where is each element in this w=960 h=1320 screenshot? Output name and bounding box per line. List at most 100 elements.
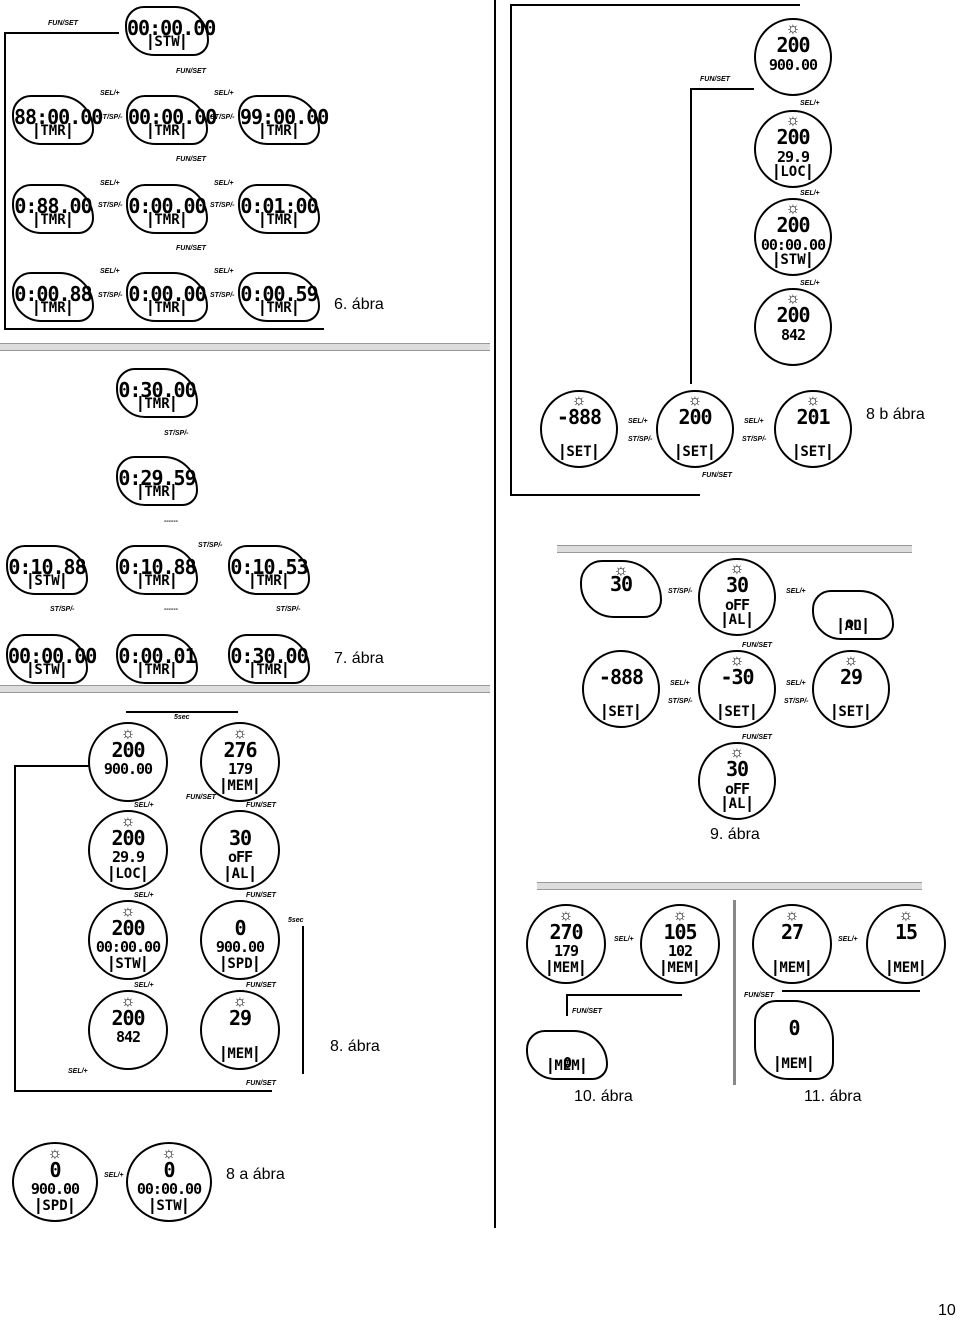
label-buttons-st_sp: ST/SP/- (198, 542, 223, 549)
label-fig8-left-2-top: 200 (111, 915, 145, 940)
label-fig11-0-bot: MEM (774, 959, 810, 976)
label-fig6-row3-0-bot: TMR (35, 300, 71, 317)
label-fig8-left-1-top: 200 (111, 825, 145, 850)
label-buttons-st_sp: ST/SP/- (50, 606, 75, 613)
label-fig8b-col-1-mid: 29.9 (776, 147, 810, 166)
label-buttons-st_sp: ST/SP/- (98, 202, 123, 209)
label-fig8-right-1-bot: AL (226, 865, 254, 882)
label-fig6-row2-0-bot: TMR (35, 212, 71, 229)
label-fig9-row1-1-bot: AL (723, 612, 751, 629)
label-buttons-sel: SEL/+ (744, 418, 764, 425)
sun-icon: ☼ (785, 112, 801, 130)
label-fig8b-row-2-bot: SET (795, 444, 831, 461)
label-fig8b-col-3-mid: 842 (780, 325, 806, 344)
sun-icon: ☼ (571, 392, 587, 410)
label-fig6-row2-0-top: 0:88.00 (14, 194, 92, 219)
label-buttons-st_sp: ST/SP/- (276, 606, 301, 613)
label-fig8a-0-mid: 900.00 (30, 1180, 80, 1199)
separator-fig7 (0, 685, 490, 693)
label-fig6-row3-1-top: 0:00.00 (128, 282, 206, 307)
label-buttons-st_sp: ST/SP/- (164, 430, 189, 437)
label-fig6-row3-0-top: 0:00.88 (14, 282, 92, 307)
caption-fig6: 6. ábra (334, 296, 384, 313)
label-buttons-sel: SEL/+ (670, 680, 690, 687)
label-buttons-sel: SEL/+ (100, 90, 120, 97)
label-fig10-0-mid: 179 (553, 942, 579, 961)
label-buttons-st_sp: ST/SP/- (742, 436, 767, 443)
caption-fig10: 10. ábra (574, 1088, 633, 1105)
label-fig8-left-3-top: 200 (111, 1005, 145, 1030)
label-fig8b-row-0-top: -888 (556, 405, 602, 430)
sun-icon: ☼ (784, 906, 800, 924)
label-buttons-sel: SEL/+ (214, 180, 234, 187)
sun-icon: ☼ (785, 200, 801, 218)
label-fig6-row2-2-top: 0:01:00 (240, 194, 318, 219)
label-fig6-row1-0-top: 88:00.00 (14, 105, 103, 130)
label-fig8b-row-0-bot: SET (561, 444, 597, 461)
label-fig8a-0-bot: SPD (37, 1197, 73, 1214)
label-fig9-row3-mid: oFF (724, 779, 750, 798)
label-fig8-right-3-bot: MEM (222, 1045, 258, 1062)
sun-icon: ☼ (898, 906, 914, 924)
label-buttons-sel: SEL/+ (134, 802, 154, 809)
label-buttons-fun_set: FUN/SET (246, 802, 276, 809)
label-fig9-row1-0-top: 30 (609, 571, 633, 596)
label-buttons-st_sp: ST/SP/- (668, 588, 693, 595)
label-fig7-row2-0-bot: STW (29, 662, 65, 679)
label-fig7-row1-1-bot: TMR (139, 573, 175, 590)
label-buttons-st_sp: ST/SP/- (210, 292, 235, 299)
label-fig9-row1-2-bot: AL (839, 618, 867, 635)
label-fig7-row1-0-top: 0:10.88 (8, 555, 86, 580)
label-buttons-fun_set: FUN/SET (744, 992, 774, 999)
label-fig10-0-top: 270 (549, 919, 583, 944)
label-buttons-fun_set: FUN/SET (176, 68, 206, 75)
label-fig7-row1-1-top: 0:10.88 (118, 555, 196, 580)
label-fig8b-col-2-top: 200 (776, 213, 810, 238)
lcd-fig9-r1-1: ☼30 (580, 560, 662, 618)
label-fig11-1-bot: MEM (888, 959, 924, 976)
label-fig8b-col-0-top: 200 (776, 33, 810, 58)
label-fig6-row1-0-bot: TMR (35, 123, 71, 140)
label-fig9-row2-0-bot: SET (603, 704, 639, 721)
label-fig8-right-1-top: 30 (228, 825, 252, 850)
label-fig7-row1-0-bot: STW (29, 573, 65, 590)
label-fig11-0-top: 27 (780, 919, 804, 944)
sun-icon: ☼ (120, 812, 136, 830)
sun-icon: ☼ (843, 652, 859, 670)
label-buttons-sel: SEL/+ (134, 982, 154, 989)
label-buttons-st_sp: ST/SP/- (628, 436, 653, 443)
caption-fig8: 8. ábra (330, 1038, 380, 1055)
label-fig6-stw-bot: STW (149, 34, 185, 51)
page-number: 10 (938, 1302, 956, 1319)
label-buttons-sel: SEL/+ (838, 936, 858, 943)
label-buttons-dots: ------ (164, 518, 178, 525)
caption-fig9: 9. ábra (710, 826, 760, 843)
label-buttons-st_sp: ST/SP/- (668, 698, 693, 705)
sun-icon: ☼ (729, 560, 745, 578)
label-fig8b-row-2-top: 201 (796, 405, 830, 430)
label-fig10-2-bot: MEM (549, 1058, 585, 1075)
label-fig6-row1-1-bot: TMR (149, 123, 185, 140)
label-fig9-row2-2-top: 29 (839, 665, 863, 690)
label-fig8-left-2-mid: 00:00.00 (95, 938, 161, 957)
label-buttons-sel: SEL/+ (68, 1068, 88, 1075)
sun-icon: ☼ (120, 992, 136, 1010)
label-buttons-st_sp: ST/SP/- (784, 698, 809, 705)
label-fig9-row2-1-bot: SET (719, 704, 755, 721)
separator-fig10 (537, 882, 922, 890)
label-buttons-dots: ------ (164, 606, 178, 613)
divider-fig10-11 (733, 900, 736, 1085)
label-fig8b-col-1-bot: LOC (775, 164, 811, 181)
